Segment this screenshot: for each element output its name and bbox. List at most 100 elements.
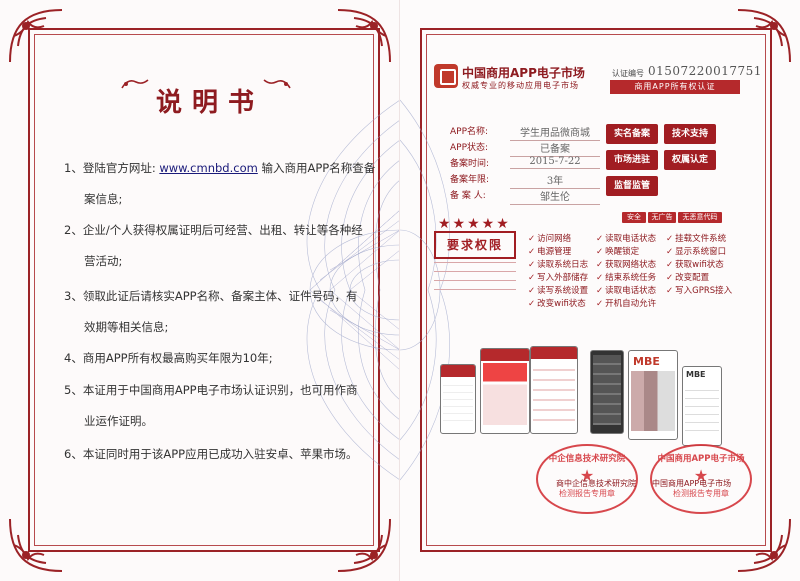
supervision-badge: 监督监管 [606,176,658,196]
cert-number-label: 认证编号 [612,69,644,78]
permission-item: ✓写入外部储存 [528,271,588,283]
permission-label: 读取系统日志 [537,260,589,270]
permission-label: 写入GPRS接入 [675,286,733,296]
ornament-corner-icon [337,518,391,572]
market-seal-icon: 中国商用APP电子市场 ★ 检测报告专用章 [650,444,752,514]
permission-label: 获取网络状态 [605,260,657,270]
item-text: 商用APP所有权最高购买年限为10年; [82,351,273,365]
check-icon: ✓ [528,234,536,244]
check-icon: ✓ [528,260,536,270]
check-icon: ✓ [666,234,674,244]
info-label: APP名称: [450,127,489,137]
instruction-item: 3、领取此证后请核实APP名称、备案主体、证件号码，有 效期等相关信息; [64,288,358,335]
permission-label: 读取电话状态 [605,234,657,244]
title-ornament-icon [121,79,149,89]
info-value: 已备案 [510,140,600,157]
item-number: 6、 [64,447,83,461]
check-icon: ✓ [666,247,674,257]
market-entry-badge: 市场进驻 [606,150,658,170]
blank-lines [434,262,516,298]
item-text: 领取此证后请核实APP名称、备案主体、证件号码，有 [82,289,358,303]
app-screenshot [530,346,578,434]
app-screenshot: MBE [628,350,678,440]
item-text: 企业/个人获得权属证明后可经营、出租、转让等各种经 [82,223,363,237]
permission-item: ✓电源管理 [528,245,571,257]
check-icon: ✓ [596,273,604,283]
real-name-filing-badge: 实名备案 [606,124,658,144]
info-label: APP状态: [450,143,489,153]
brand-name: 中国商用APP电子市场 [462,66,585,80]
check-icon: ✓ [528,299,536,309]
check-icon: ✓ [596,234,604,244]
right-frame-outer [420,28,772,552]
item-text-cont: 效期等相关信息; [84,320,169,334]
mbe-label: MBE [633,355,660,368]
permission-item: ✓读取电话状态 [596,284,656,296]
info-row-filing-years: 备案年限:3年 [450,172,600,189]
item-text: 登陆官方网址: [82,161,160,175]
info-label: 备案时间: [450,159,490,169]
left-frame-outer [28,28,380,552]
permission-label: 改变配置 [675,273,710,283]
mbe-label: MBE [686,370,706,379]
permission-label: 结束系统任务 [605,273,657,283]
item-number: 2、 [64,223,83,237]
info-row-filer: 备 案 人: 邹生伦 [450,188,600,205]
app-screenshot [440,364,476,434]
permission-item: ✓读取系统日志 [528,258,588,270]
permission-label: 访问网络 [537,234,572,244]
market-logo-icon [434,64,458,88]
item-text: 本证用于中国商用APP电子市场认证识别，也可用作商 [82,383,358,397]
permission-label: 开机自动允许 [605,299,657,309]
app-screenshot: MBE [682,366,722,446]
permission-label: 唤醒锁定 [605,247,640,257]
check-icon: ✓ [528,286,536,296]
brand-slogan: 权威专业的移动应用电子市场 [462,81,579,90]
permission-item: ✓访问网络 [528,232,571,244]
permission-item: ✓改变配置 [666,271,709,283]
left-frame-inner [34,34,374,546]
permission-item: ✓开机自动允许 [596,297,656,309]
institute-seal-icon: 中企信息技术研究院 ★ 检测报告专用章 [536,444,638,514]
permission-item: ✓唤醒锁定 [596,245,639,257]
info-row-app-name: APP名称: 学生用品微商城 [450,124,600,141]
info-value: 学生用品微商城 [510,124,600,141]
no-malware-tag: 无恶意代码 [678,212,722,223]
info-value: 邹生伦 [510,188,600,205]
permission-item: ✓读取电话状态 [596,232,656,244]
permission-label: 读取电话状态 [605,286,657,296]
permission-item: ✓挂载文件系统 [666,232,726,244]
permission-label: 挂载文件系统 [675,234,727,244]
app-screenshot [480,348,530,434]
info-label: 备 案 人: [450,191,486,201]
seal-bottom-text: 检测报告专用章 [559,489,615,498]
check-icon: ✓ [596,247,604,257]
permission-label: 获取wifi状态 [675,260,724,270]
permissions-heading: 要求权限 [434,231,516,259]
item-text-cont: 案信息; [84,192,123,206]
check-icon: ✓ [596,286,604,296]
ornament-corner-icon [9,9,63,63]
guilloche-pattern-icon [306,99,400,481]
guilloche-pattern-icon [400,99,450,481]
official-url-link[interactable]: www.cmnbd.com [159,161,258,175]
left-page: 说明书 1、登陆官方网址: www.cmnbd.com 输入商用APP名称查备 … [9,9,400,572]
seal-bottom-text: 检测报告专用章 [673,489,729,498]
right-frame-inner [426,34,766,546]
info-label: 备案年限: [450,175,490,185]
instruction-item: 2、企业/个人获得权属证明后可经营、出租、转让等各种经 营活动; [64,222,363,269]
item-text: 本证同时用于该APP应用已成功入驻安卓、苹果市场。 [82,447,358,461]
check-icon: ✓ [666,260,674,270]
permission-item: ✓读写系统设置 [528,284,588,296]
item-number: 5、 [64,383,83,397]
item-number: 4、 [64,351,83,365]
ornament-corner-icon [9,518,63,572]
seal-underlay-text: 中国商用APP电子市场 [652,479,732,488]
check-icon: ✓ [666,273,674,283]
permission-item: ✓获取网络状态 [596,258,656,270]
rating-stars-icon: ★★★★★ [438,216,511,232]
info-row-app-status: APP状态: 已备案 [450,140,600,157]
ornament-corner-icon [737,9,791,63]
page-title: 说明书 [156,88,265,118]
item-number: 3、 [64,289,83,303]
